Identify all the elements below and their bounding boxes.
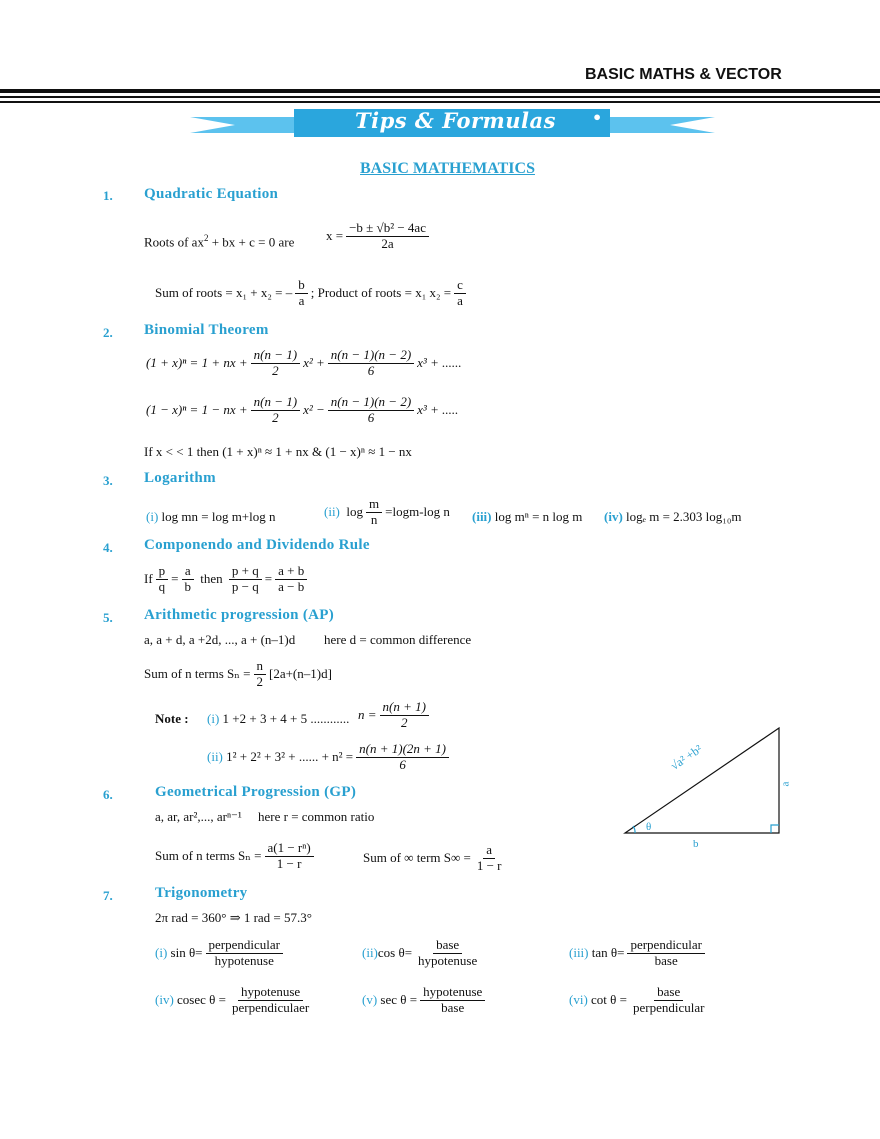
section-7-num: 7. xyxy=(103,888,113,903)
log-rule-iv: (iv) logₑ m = 2.303 log₁₀m xyxy=(604,509,742,524)
triangle-angle-label: θ xyxy=(646,821,652,833)
angle-arc xyxy=(632,825,636,834)
section-6-num: 6. xyxy=(103,787,113,802)
section-5-title: Arithmetic progression (AP) xyxy=(144,607,335,623)
main-title: BASIC MATHEMATICS xyxy=(360,160,535,177)
page-header-title: BASIC MATHS & VECTOR xyxy=(585,66,782,83)
gp-sum-n: Sum of n terms Sₙ = a(1 − rⁿ)1 − r xyxy=(155,840,317,872)
section-1-title: Quadratic Equation xyxy=(144,186,279,202)
banner-title: Tips & Formulas xyxy=(355,108,556,133)
gp-sequence: a, ar, ar²,..., arⁿ⁻¹ xyxy=(155,809,242,824)
section-4-num: 4. xyxy=(103,540,113,555)
section-2-num: 2. xyxy=(103,325,113,340)
banner-bullet-left: • xyxy=(118,108,129,127)
banner-bullet-right: • xyxy=(592,108,603,127)
header-rule-2 xyxy=(0,96,880,98)
binomial-line-1: (1 + x)ⁿ = 1 + nx + n(n − 1)2 x² + n(n −… xyxy=(146,347,462,378)
log-rule-i: (i) log mn = log m+log n xyxy=(146,509,276,524)
log-rule-iii: (iii) log mⁿ = n log m xyxy=(472,509,583,524)
section-7-title: Trigonometry xyxy=(155,885,248,901)
right-angle-mark xyxy=(770,824,779,833)
section-4-title: Componendo and Dividendo Rule xyxy=(144,537,370,553)
gp-sequence-note: here r = common ratio xyxy=(258,809,375,824)
ap-note-label: Note : xyxy=(155,711,189,726)
triangle-shape xyxy=(623,726,780,834)
section-1-num: 1. xyxy=(103,188,113,203)
quadratic-roots-text: Roots of ax2 + bx + c = 0 are xyxy=(144,233,295,250)
ap-note-i: (i) 1 +2 + 3 + 4 + 5 ............ xyxy=(207,711,350,726)
section-2-title: Binomial Theorem xyxy=(144,322,269,338)
trig-radian-relation: 2π rad = 360° ⇒ 1 rad = 57.3° xyxy=(155,910,312,925)
triangle-side-b-label: b xyxy=(693,838,699,850)
right-triangle-diagram xyxy=(623,726,780,834)
header-rule-1 xyxy=(0,89,880,93)
header-rule-3 xyxy=(0,101,880,103)
ap-note-ii: (ii) 1² + 2² + 3² + ...... + n² = n(n + … xyxy=(207,741,452,773)
tips-banner xyxy=(190,109,715,137)
section-3-title: Logarithm xyxy=(144,470,216,486)
section-5-num: 5. xyxy=(103,610,113,625)
triangle-side-a-label: a xyxy=(779,781,792,787)
ap-sequence: a, a + d, a +2d, ..., a + (n–1)d xyxy=(144,632,296,647)
ap-sequence-note: here d = common difference xyxy=(324,632,472,647)
binomial-approximation: If x < < 1 then (1 + x)ⁿ ≈ 1 + nx & (1 −… xyxy=(144,444,412,459)
section-6-title: Geometrical Progression (GP) xyxy=(155,784,357,800)
binomial-line-2: (1 − x)ⁿ = 1 − nx + n(n − 1)2 x² − n(n −… xyxy=(146,394,459,425)
section-3-num: 3. xyxy=(103,473,113,488)
ap-note-i-result: n = n(n + 1)2 xyxy=(358,699,432,731)
